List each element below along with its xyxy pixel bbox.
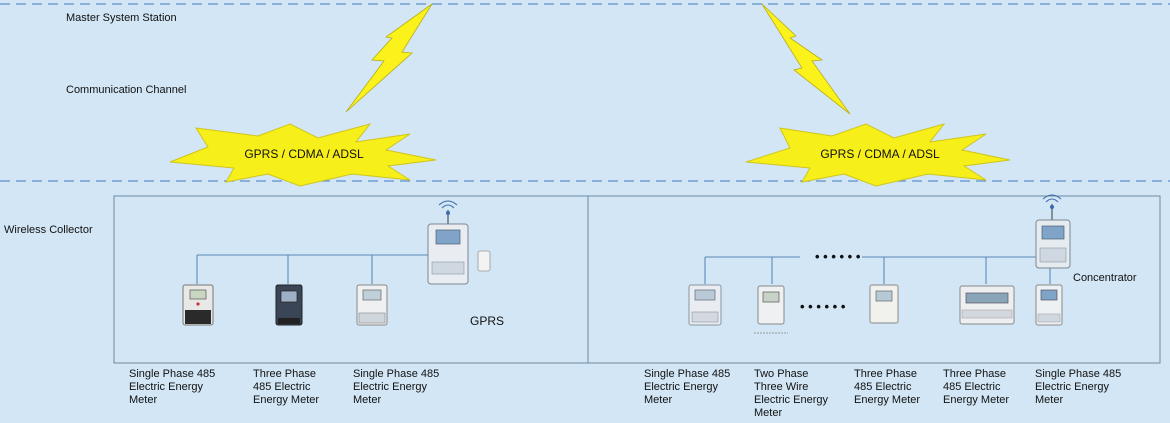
right-channel-text: GPRS / CDMA / ADSL	[820, 147, 940, 161]
single-phase-meter-icon	[356, 284, 388, 326]
three-phase-rail-meter-icon	[959, 285, 1015, 325]
left-bus-wiring	[196, 254, 430, 284]
gprs-label: GPRS	[470, 314, 505, 328]
ellipsis-upper: • • • • • •	[815, 249, 861, 264]
concentrator-label: Concentrator	[1073, 272, 1137, 284]
meter-caption: Three Phase 485 Electric Energy Meter	[943, 368, 1010, 406]
ellipsis-lower: • • • • • •	[800, 299, 846, 314]
concentrator-icon	[1035, 194, 1071, 269]
meter-caption: Single Phase 485 Electric Energy Meter	[353, 368, 440, 406]
meter-caption: Single Phase 485 Electric Energy Meter	[1035, 368, 1122, 406]
three-phase-meter-icon	[275, 284, 303, 326]
right-bus-wiring	[704, 250, 1051, 284]
left-lightning-icon	[345, 3, 433, 113]
communication-channel-label: Communication Channel	[66, 84, 187, 96]
single-phase-meter-icon	[1035, 284, 1063, 326]
right-lightning-icon	[761, 3, 851, 115]
two-phase-meter-icon	[754, 285, 788, 334]
meter-caption: Three Phase 485 Electric Energy Meter	[253, 368, 320, 406]
left-channel-burst	[169, 123, 437, 187]
meter-caption: Single Phase 485 Electric Energy Meter	[129, 368, 216, 406]
meter-caption: Two Phase Three Wire Electric Energy Met…	[754, 368, 828, 419]
three-phase-meter-icon	[869, 284, 899, 324]
left-collector-frame	[113, 195, 589, 364]
single-phase-meter-icon	[182, 284, 214, 326]
wireless-collector-label: Wireless Collector	[4, 224, 93, 236]
master-station-label: Master System Station	[66, 12, 177, 24]
right-collector-frame	[587, 195, 1161, 364]
meter-caption: Three Phase 485 Electric Energy Meter	[854, 368, 921, 406]
right-channel-burst	[745, 123, 1011, 187]
left-channel-text: GPRS / CDMA / ADSL	[244, 147, 364, 161]
gprs-collector-icon	[427, 200, 491, 285]
meter-caption: Single Phase 485 Electric Energy Meter	[644, 368, 731, 406]
single-phase-meter-icon	[688, 284, 722, 326]
